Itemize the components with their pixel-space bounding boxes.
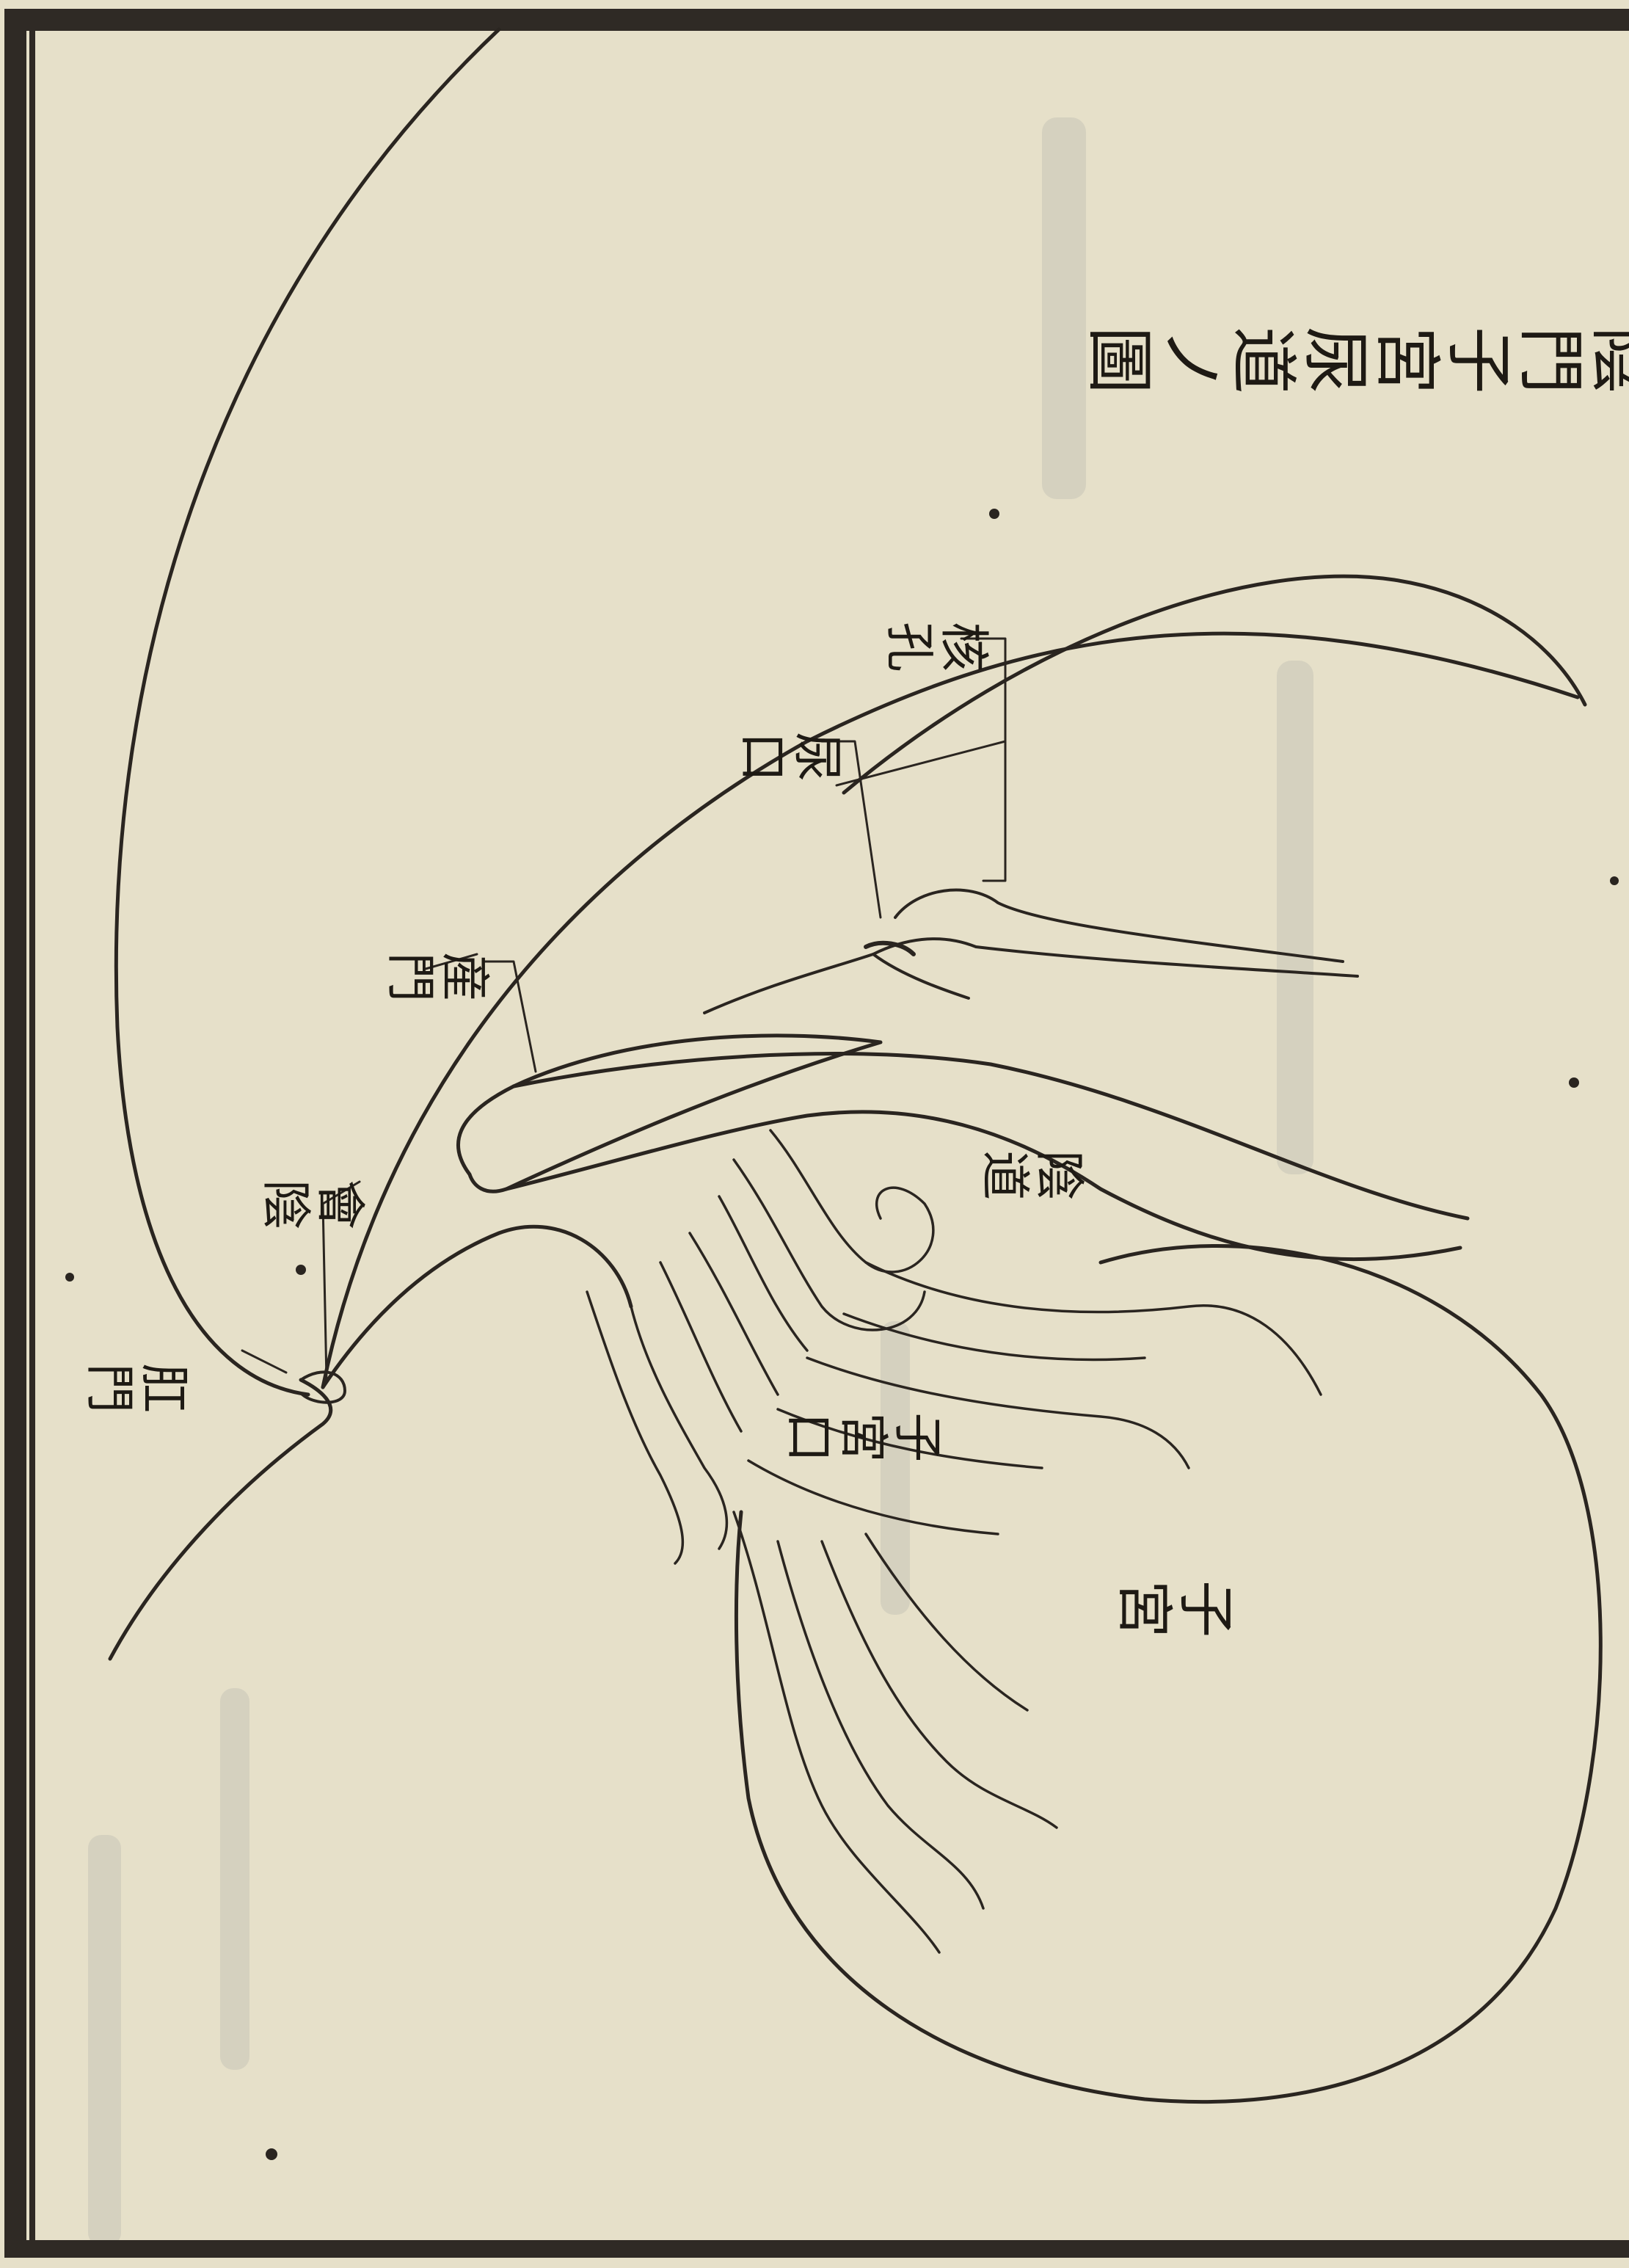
label-clitoris: 核孔 xyxy=(882,615,991,667)
figure-title: 陰門子宮尿道ノ圖 xyxy=(1083,319,1629,390)
label-urethral-orifice: 尿口 xyxy=(735,725,844,777)
label-cervix-os: 子宮口 xyxy=(781,1406,944,1458)
label-vagina: 陰道 xyxy=(977,1144,1086,1196)
label-perineum: 會陰 xyxy=(258,1173,367,1225)
label-anus: 肛門 xyxy=(82,1356,191,1409)
label-uterus: 子宮 xyxy=(1113,1573,1236,1633)
label-vaginal-opening: 産門 xyxy=(383,945,492,997)
